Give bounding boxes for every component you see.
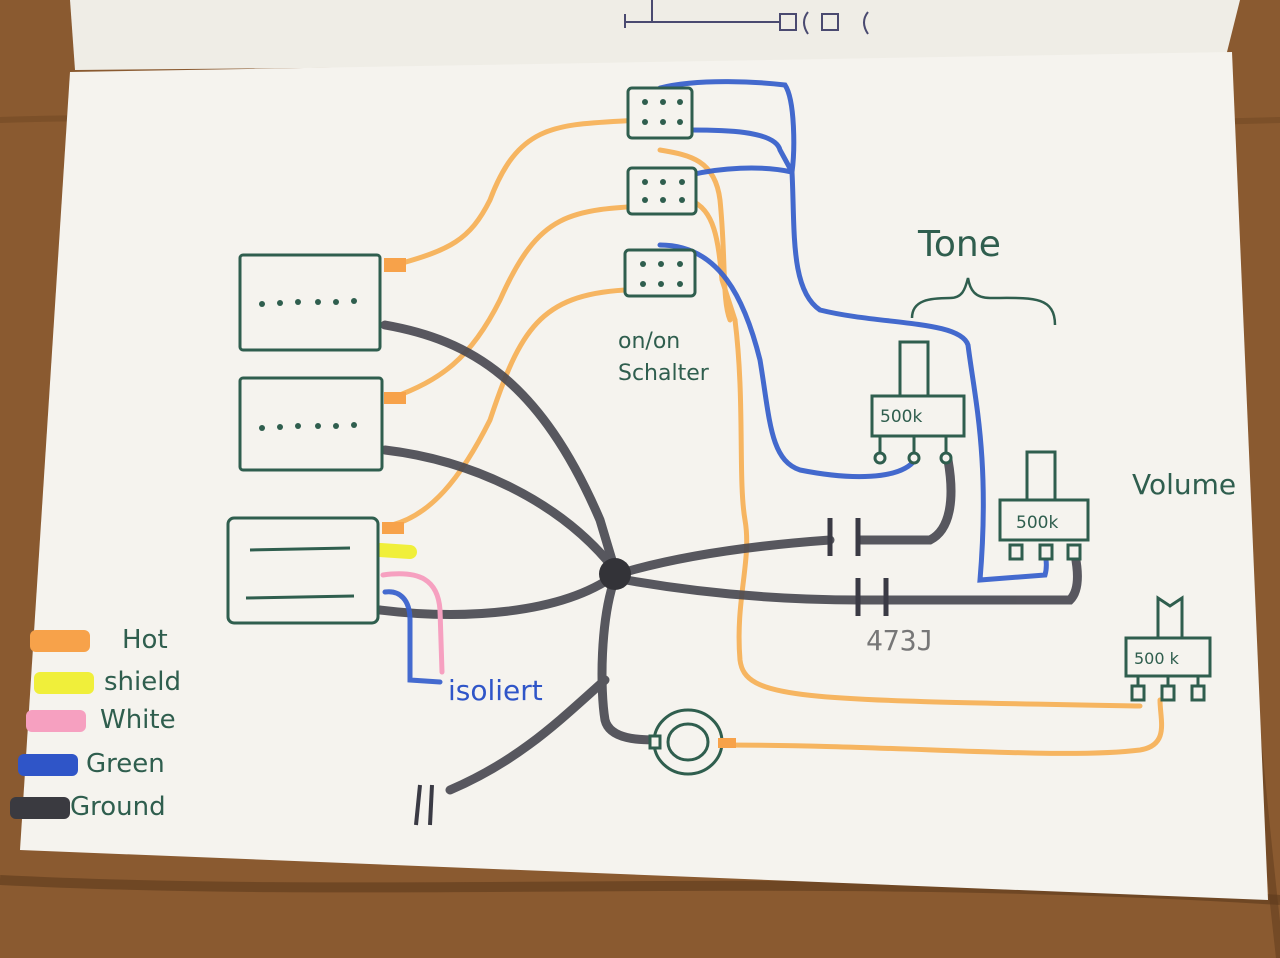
switch-1 [626, 86, 694, 140]
isolated-label: isoliert [448, 674, 543, 707]
volume-label: Volume [1132, 468, 1236, 501]
capacitor-label: 473J [866, 624, 933, 657]
legend-label-ground: Ground [70, 792, 166, 822]
volume-pot-1 [998, 450, 1090, 561]
pickup-neck [238, 253, 382, 352]
switch-label-line2: Schalter [618, 361, 710, 386]
legend-swatch-green [18, 754, 78, 776]
pickup-hot-stubs [382, 258, 406, 534]
tone-brace [910, 277, 1057, 326]
legend-swatch-ground [10, 797, 70, 819]
top-sheet-sketch [624, 0, 869, 35]
switch-3 [623, 248, 697, 298]
pickup-middle [238, 376, 384, 472]
ground-node [599, 558, 631, 590]
volume-pot-2 [1124, 595, 1212, 702]
legend-swatch-shield [34, 672, 94, 694]
hot-wires [389, 117, 1165, 756]
switch-2 [626, 166, 698, 216]
tone-pot-value: 500k [880, 407, 922, 427]
capacitor-1 [827, 518, 861, 556]
pickup-bridge [226, 516, 380, 625]
legend-swatch-hot [30, 630, 90, 652]
tone-pot [870, 340, 966, 465]
legend-label-shield: shield [104, 667, 181, 697]
legend-label-white: White [100, 705, 176, 735]
ground-symbol [414, 784, 434, 826]
green-wires [382, 79, 1049, 685]
legend-label-green: Green [86, 749, 165, 779]
volume-pot-value-2: 500 k [1134, 649, 1180, 668]
tone-label: Tone [917, 224, 1001, 265]
legend-label-hot: Hot [122, 625, 168, 655]
switch-label-line1: on/on [618, 329, 680, 354]
shield-white-wires [373, 543, 445, 675]
capacitor-2 [855, 578, 889, 616]
volume-pot-value-1: 500k [1016, 513, 1058, 533]
top-sheet [70, 0, 1240, 70]
legend-swatch-white [26, 710, 86, 732]
output-jack [648, 708, 736, 776]
